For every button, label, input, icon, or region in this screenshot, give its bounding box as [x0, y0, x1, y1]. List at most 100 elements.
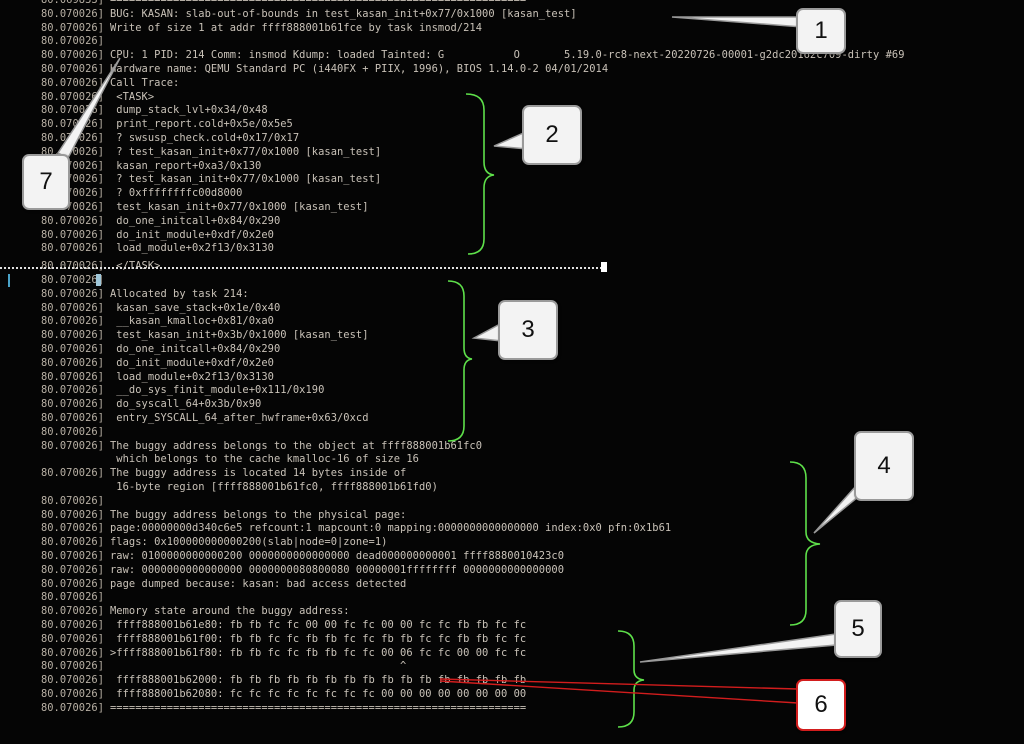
callout-3-label: 3 — [521, 316, 535, 343]
log-message: Memory state around the buggy address: — [110, 605, 350, 618]
log-line: 80.070026] print_report.cold+0x5e/0x5e5 — [0, 118, 293, 131]
log-timestamp: 80.070026] — [40, 591, 104, 604]
log-line: 80.070026]page:00000000d340c6e5 refcount… — [0, 522, 671, 535]
log-message: BUG: KASAN: slab-out-of-bounds in test_k… — [110, 7, 577, 20]
log-message: __do_sys_finit_module+0x111/0x190 — [110, 384, 325, 397]
log-message: ? test_kasan_init+0x77/0x1000 [kasan_tes… — [110, 173, 382, 186]
log-message: </TASK> — [110, 260, 161, 273]
log-message: kasan_save_stack+0x1e/0x40 — [110, 301, 281, 314]
dotted-separator — [0, 267, 602, 269]
log-message: raw: 0100000000000200 0000000000000000 d… — [110, 550, 565, 562]
braces — [447, 93, 821, 728]
log-message: do_init_module+0xdf/0x2e0 — [110, 356, 274, 369]
scroll-marker — [8, 274, 10, 287]
brace-2 — [465, 93, 495, 255]
log-line: 80.070026] do_init_module+0xdf/0x2e0 — [0, 229, 274, 242]
log-timestamp: 80.070026] — [40, 412, 104, 424]
log-message: test_kasan_init+0x77/0x1000 [kasan_test] — [110, 201, 369, 213]
log-line: 80.070026] entry_SYSCALL_64_after_hwfram… — [0, 412, 369, 425]
log-timestamp: 80.070026] — [40, 329, 104, 342]
log-line: 80.070026]Write of size 1 at addr ffff88… — [0, 22, 482, 35]
log-timestamp: 80.070026] — [40, 619, 104, 631]
log-timestamp: 80.070026] — [40, 467, 104, 480]
callout-5-label: 5 — [851, 615, 865, 642]
log-line: 80.070026] test_kasan_init+0x77/0x1000 [… — [0, 201, 369, 214]
log-message: print_report.cold+0x5e/0x5e5 — [110, 118, 293, 131]
callout-7: 7 — [22, 154, 70, 210]
log-line: 80.070026] load_module+0x2f13/0x3130 — [0, 242, 274, 255]
log-line: 80.070026] ^ — [0, 660, 406, 673]
log-message: The buggy address belongs to the object … — [110, 439, 483, 452]
log-line: 80.070026] — [0, 426, 110, 439]
pointer-arrows — [56, 16, 866, 663]
log-timestamp: 80.070026] — [40, 674, 104, 687]
log-message: ffff888001b61f00: fb fb fc fc fb fb fc f… — [110, 632, 527, 645]
log-line: 80.070026] — [0, 591, 110, 604]
log-message: >ffff888001b61f80: fb fb fc fc fb fb fc … — [110, 646, 527, 659]
log-timestamp: 80.070026] — [40, 35, 104, 48]
log-timestamp: 80.070026] — [40, 701, 104, 714]
log-message: raw: 0000000000000000 0000000080800080 0… — [110, 563, 565, 576]
log-line: 80.070026] do_one_initcall+0x84/0x290 — [0, 215, 280, 228]
log-message: load_module+0x2f13/0x3130 — [110, 370, 274, 383]
log-message: The buggy address is located 14 bytes in… — [110, 467, 407, 480]
log-message: __kasan_kmalloc+0x81/0xa0 — [110, 315, 274, 328]
log-timestamp: 80.070026] — [40, 550, 104, 562]
log-message: flags: 0x100000000000200(slab|node=0|zon… — [110, 536, 388, 549]
callout-5: 5 — [834, 600, 882, 658]
log-line: 80.070026]raw: 0000000000000000 00000000… — [0, 564, 564, 577]
callout-6: 6 — [796, 679, 846, 731]
brace-3 — [447, 280, 473, 442]
log-timestamp: 80.070026] — [40, 260, 104, 273]
log-timestamp: 80.070026] — [40, 494, 104, 507]
log-line: 80.070026] do_syscall_64+0x3b/0x90 — [0, 398, 261, 411]
callout-7-pointer — [56, 57, 121, 160]
log-message: ========================================… — [110, 0, 527, 6]
log-line: 80.070026]>ffff888001b61f80: fb fb fc fc… — [0, 647, 526, 660]
log-timestamp: 80.070026] — [40, 214, 104, 227]
log-line: 80.070026] ffff888001b62080: fc fc fc fc… — [0, 688, 526, 701]
log-message: page dumped because: kasan: bad access d… — [110, 577, 407, 590]
log-timestamp: 80.070026] — [40, 688, 104, 700]
log-line: 80.070026] ffff888001b61f00: fb fb fc fc… — [0, 633, 526, 646]
log-message: ffff888001b62080: fc fc fc fc fc fc fc f… — [110, 688, 527, 700]
log-timestamp: 80.070026] — [40, 343, 104, 355]
callout-7-label: 7 — [39, 168, 53, 195]
log-timestamp: 80.070026] — [40, 315, 104, 328]
log-message: kasan_report+0xa3/0x130 — [110, 159, 262, 172]
log-message: do_init_module+0xdf/0x2e0 — [110, 228, 274, 241]
log-message: ffff888001b61e80: fb fb fc fc 00 00 fc f… — [110, 619, 527, 631]
log-message: ^ — [110, 660, 407, 673]
log-message: ? test_kasan_init+0x77/0x1000 [kasan_tes… — [110, 145, 382, 158]
brace-4 — [789, 461, 821, 626]
log-line: 80.070026] test_kasan_init+0x3b/0x1000 [… — [0, 329, 369, 342]
callout-6-label: 6 — [814, 691, 828, 718]
log-timestamp: 80.070026] — [40, 242, 104, 255]
log-line: 80.070026] — [0, 274, 110, 287]
log-line: 80.070026] load_module+0x2f13/0x3130 — [0, 371, 274, 384]
log-line: 80.070026]Call Trace: — [0, 77, 179, 90]
log-line: 80.070026] flags: 0x100000000000200(slab|… — [0, 536, 387, 549]
log-timestamp: 80.070026] — [40, 508, 104, 521]
cursor-block — [601, 262, 607, 272]
log-line: 80.070026] do_init_module+0xdf/0x2e0 — [0, 357, 274, 370]
log-line: 80.070026] <TASK> — [0, 91, 154, 104]
log-line: 80.070026] </TASK> — [0, 260, 160, 273]
log-timestamp: 80.070026] — [40, 398, 104, 411]
log-timestamp: 80.070026] — [40, 660, 104, 673]
log-message: dump_stack_lvl+0x34/0x48 — [110, 104, 268, 117]
log-timestamp: 80.070026] — [40, 274, 104, 286]
log-timestamp: 80.070026] — [40, 356, 104, 369]
log-message: ? 0xffffffffc00d8000 — [110, 187, 243, 200]
log-timestamp: 80.070026] — [40, 301, 104, 314]
log-timestamp: 80.070026] — [40, 536, 104, 549]
log-message: ffff888001b62000: fb fb fb fb fb fb fb f… — [110, 674, 527, 687]
log-timestamp: 80.070026] — [40, 76, 104, 89]
log-message: load_module+0x2f13/0x3130 — [110, 242, 274, 255]
log-line: 80.070026] The buggy address is located 1… — [0, 467, 406, 480]
log-timestamp: 80.070026] — [40, 7, 104, 20]
log-line: 80.070026] — [0, 35, 110, 48]
log-message: Allocated by task 214: — [110, 287, 249, 300]
log-line: 80.070026] __kasan_kmalloc+0x81/0xa0 — [0, 315, 274, 328]
callout-4-label: 4 — [877, 452, 891, 479]
